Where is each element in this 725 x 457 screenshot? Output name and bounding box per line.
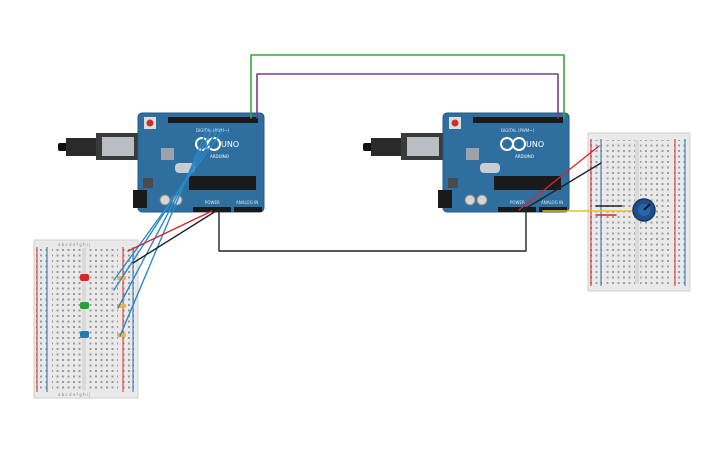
logo-text: ARDUINO <box>515 154 534 159</box>
analog-label: ANALOG IN <box>236 200 258 205</box>
wire-purple[interactable] <box>256 73 559 119</box>
wire-blue-3[interactable] <box>117 129 213 309</box>
atmega-chip <box>189 176 256 190</box>
column-letters-bottom: a b c d e f g h i j <box>58 392 90 397</box>
breadboard-left-holes-b <box>88 248 118 390</box>
usb-chip <box>466 148 479 160</box>
power-label: POWER <box>205 200 220 205</box>
atmega-chip <box>494 176 561 190</box>
power-header[interactable] <box>193 207 231 212</box>
usb-connector-icon <box>58 133 141 160</box>
reset-button-cap <box>146 119 154 127</box>
led-icon <box>80 302 89 309</box>
breadboard-left-rail-a <box>36 248 48 390</box>
analog-header[interactable] <box>234 207 262 212</box>
resistor-3[interactable] <box>117 333 126 337</box>
breadboard-right-holes-a <box>605 140 635 284</box>
potentiometer[interactable] <box>632 198 656 222</box>
capacitor <box>159 194 171 206</box>
power-jack-icon <box>133 190 147 208</box>
analog-label: ANALOG IN <box>541 200 563 205</box>
usb-connector-icon <box>363 133 446 160</box>
column-letters-top: a b c d e f g h i j <box>58 242 90 247</box>
digital-label: DIGITAL (PWM~) <box>501 128 535 133</box>
crystal <box>480 163 500 173</box>
power-jack-icon <box>438 190 452 208</box>
arduino-uno-left[interactable]: DIGITAL (PWM~) UNO ARDUINO POWER ANALOG … <box>58 112 265 213</box>
digital-header[interactable] <box>168 117 258 123</box>
wire-red-5v-right[interactable] <box>518 145 600 211</box>
wire-blue-4[interactable] <box>119 129 208 337</box>
reset-button-cap <box>451 119 459 127</box>
usb-chip <box>161 148 174 160</box>
power-regulator <box>448 178 458 188</box>
wire-green[interactable] <box>250 54 565 119</box>
breadboard-right-rail-a <box>590 140 602 284</box>
capacitor <box>464 194 476 206</box>
power-header[interactable] <box>498 207 536 212</box>
brand-uno: UNO <box>221 140 239 149</box>
wire-black-gnd-left[interactable] <box>132 210 217 264</box>
arduino-logo: UNO ARDUINO <box>500 137 544 159</box>
wire-black-ground[interactable] <box>218 209 527 252</box>
led-blue[interactable] <box>80 331 89 338</box>
digital-header[interactable] <box>473 117 563 123</box>
arduino-uno-right[interactable]: DIGITAL (PWM~) UNO ARDUINO POWER ANALOG … <box>363 112 570 213</box>
power-label: POWER <box>510 200 525 205</box>
led-icon <box>80 274 89 281</box>
breadboard-left-gutter <box>82 248 86 390</box>
power-regulator <box>143 178 153 188</box>
capacitor <box>476 194 488 206</box>
breadboard-right-rail-b <box>674 140 686 284</box>
led-icon <box>80 331 89 338</box>
analog-header[interactable] <box>539 207 567 212</box>
wire-black-gnd-right[interactable] <box>522 162 602 211</box>
potentiometer-icon <box>632 198 656 222</box>
resistor-icon <box>117 333 126 337</box>
brand-uno: UNO <box>526 140 544 149</box>
wires <box>113 54 635 337</box>
led-red[interactable] <box>80 274 89 281</box>
digital-label: DIGITAL (PWM~) <box>196 128 230 133</box>
logo-text: ARDUINO <box>210 154 229 159</box>
led-green[interactable] <box>80 302 89 309</box>
breadboard-left: a b c d e f g h i j a b c d e f g h i j <box>33 239 139 399</box>
wire-blue-2[interactable] <box>113 129 219 291</box>
wire-red-5v-left[interactable] <box>127 210 213 252</box>
breadboard-left-holes-a <box>52 248 82 390</box>
